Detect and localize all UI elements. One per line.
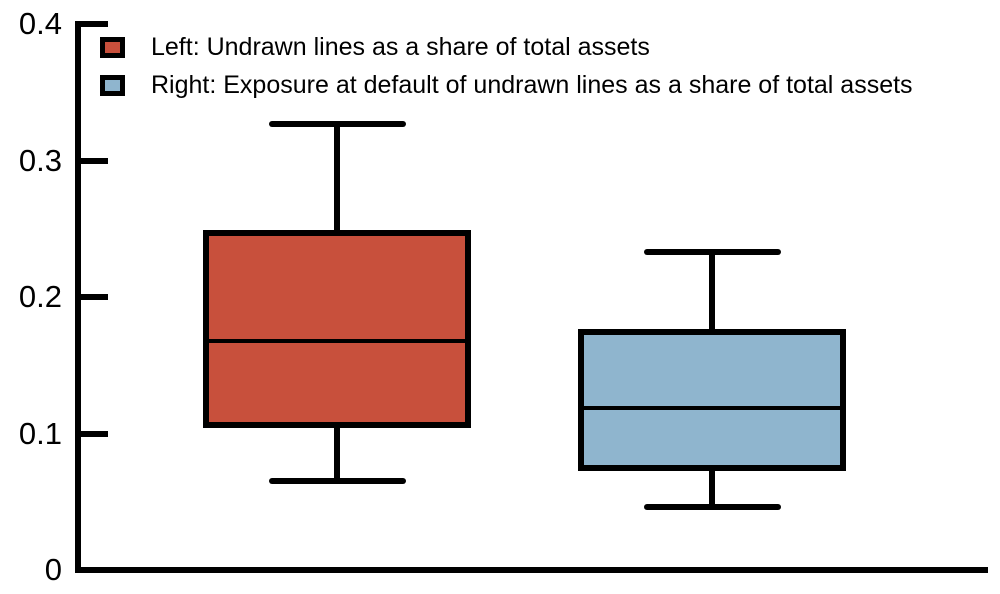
legend-swatch-blue: [100, 75, 125, 96]
upper-whisker-cap-right: [643, 248, 781, 255]
legend-label-right: Right: Exposure at default of undrawn li…: [151, 71, 913, 99]
iqr-box-left: [203, 229, 471, 429]
y-tick-label: 0.3: [18, 142, 62, 178]
y-tick-label: 0.2: [18, 279, 62, 314]
lower-whisker-right: [709, 467, 715, 508]
y-tick-mark: [75, 21, 108, 27]
upper-whisker-right: [709, 251, 715, 333]
x-axis-line: [75, 567, 988, 573]
y-tick-mark: [75, 157, 108, 164]
upper-whisker-cap-left: [268, 120, 406, 127]
y-tick-label: 0: [44, 552, 62, 587]
legend-label-left: Left: Undrawn lines as a share of total …: [151, 33, 650, 61]
median-line-left: [209, 338, 465, 343]
y-tick-label: 0.4: [18, 6, 62, 41]
legend: Left: Undrawn lines as a share of total …: [100, 33, 913, 100]
upper-whisker-left: [334, 123, 340, 233]
lower-whisker-left: [334, 425, 340, 482]
y-tick-mark: [75, 294, 108, 300]
legend-item-left: Left: Undrawn lines as a share of total …: [100, 33, 913, 62]
y-tick-label: 0.1: [18, 415, 62, 451]
iqr-box-right: [578, 329, 846, 471]
lower-whisker-cap-left: [268, 478, 406, 485]
legend-swatch-red: [100, 37, 125, 58]
lower-whisker-cap-right: [643, 504, 781, 511]
legend-item-right: Right: Exposure at default of undrawn li…: [100, 71, 913, 100]
y-tick-mark: [75, 430, 108, 437]
median-line-right: [584, 405, 840, 410]
